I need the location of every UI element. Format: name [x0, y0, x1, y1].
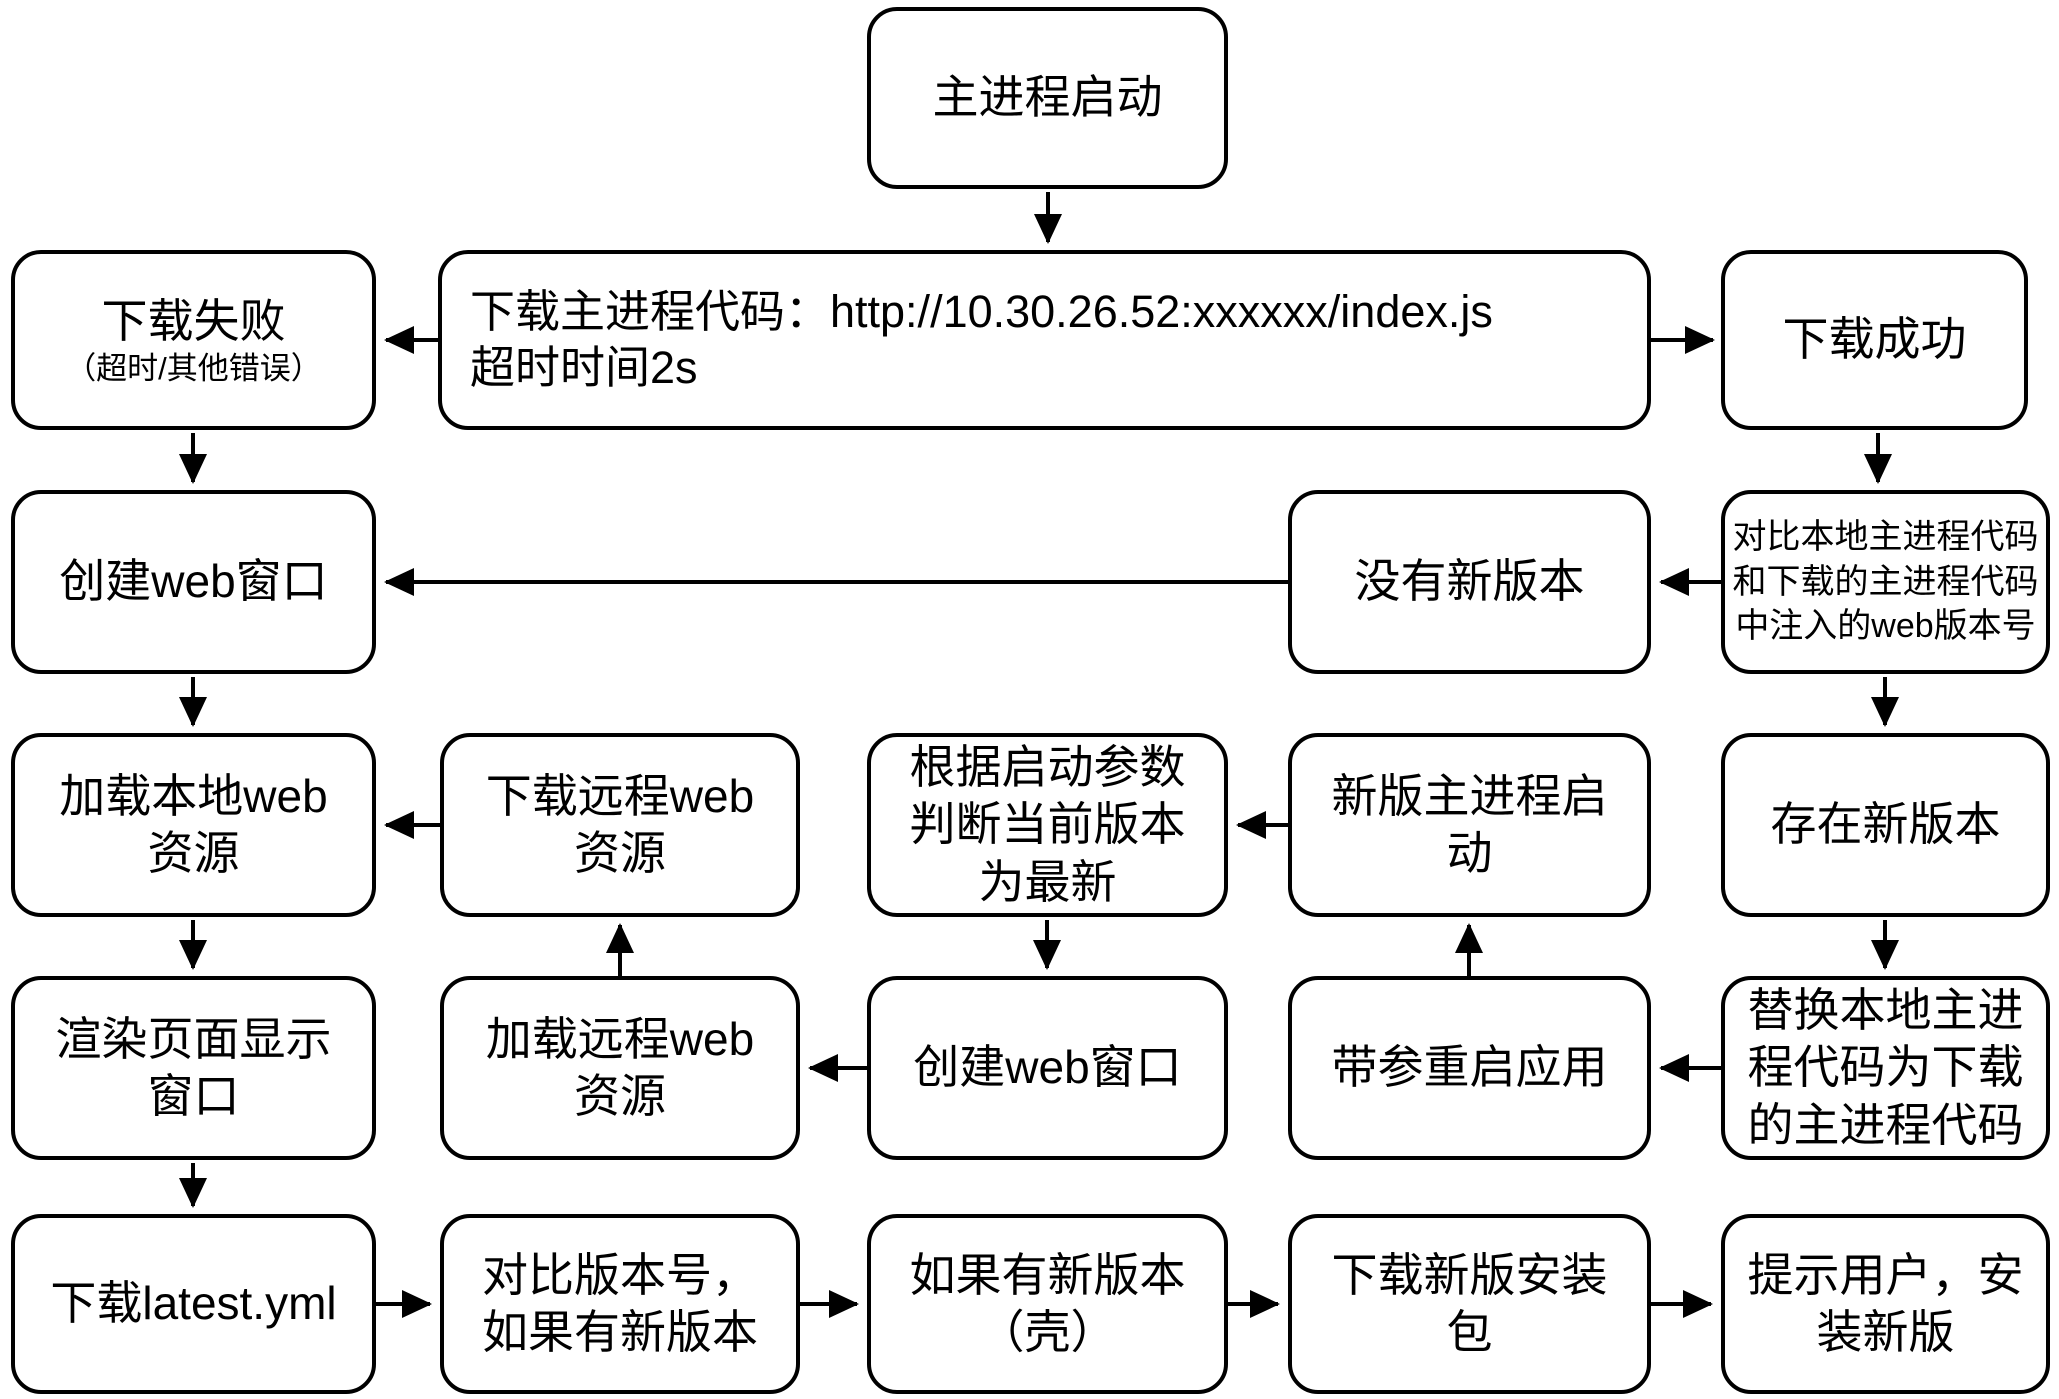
- node-sublabel: （超时/其他错误）: [65, 351, 322, 387]
- node-label: 提示用户，安 装新版: [1747, 1248, 2024, 1359]
- node-label: 下载成功: [1782, 313, 1967, 366]
- node-download-main-code: 下载主进程代码：http://10.30.26.52:xxxxxx/index.…: [438, 250, 1651, 430]
- node-label: 下载latest.yml: [50, 1277, 337, 1330]
- node-load-remote-web: 加载远程web 资源: [440, 976, 800, 1160]
- node-replace-local-code: 替换本地主进 程代码为下载 的主进程代码: [1721, 976, 2050, 1160]
- node-restart-with-args: 带参重启应用: [1288, 976, 1651, 1160]
- node-no-new-version: 没有新版本: [1288, 490, 1651, 674]
- node-label: 渲染页面显示 窗口: [55, 1012, 332, 1123]
- node-create-web-window-2: 创建web窗口: [867, 976, 1228, 1160]
- node-main-process-start: 主进程启动: [867, 7, 1228, 189]
- node-label: 下载远程web 资源: [485, 769, 755, 880]
- node-label: 替换本地主进 程代码为下载 的主进程代码: [1747, 983, 2024, 1151]
- node-label: 对比版本号， 如果有新版本: [482, 1248, 758, 1359]
- node-label: 新版主进程启 动: [1331, 769, 1608, 880]
- node-label: 带参重启应用: [1331, 1041, 1608, 1094]
- node-download-remote-web: 下载远程web 资源: [440, 733, 800, 917]
- node-download-success: 下载成功: [1721, 250, 2028, 430]
- node-render-page-window: 渲染页面显示 窗口: [11, 976, 376, 1160]
- node-label: 存在新版本: [1770, 798, 2001, 851]
- node-label: 主进程启动: [932, 71, 1163, 124]
- node-download-failed: 下载失败 （超时/其他错误）: [11, 250, 376, 430]
- node-new-main-start: 新版主进程启 动: [1288, 733, 1651, 917]
- node-label: 加载本地web 资源: [59, 769, 328, 880]
- node-label: 如果有新版本 （壳）: [909, 1248, 1186, 1359]
- node-label: 根据启动参数 判断当前版本 为最新: [909, 740, 1186, 908]
- node-new-version-exists: 存在新版本: [1721, 733, 2050, 917]
- node-compare-version-number: 对比版本号， 如果有新版本: [440, 1214, 800, 1394]
- node-compare-web-version: 对比本地主进程代码 和下载的主进程代码 中注入的web版本号: [1721, 490, 2050, 674]
- node-create-web-window: 创建web窗口: [11, 490, 376, 674]
- node-label: 对比本地主进程代码 和下载的主进程代码 中注入的web版本号: [1732, 517, 2039, 646]
- node-download-installer: 下载新版安装 包: [1288, 1214, 1651, 1394]
- node-label: 没有新版本: [1354, 555, 1585, 608]
- node-judge-current-latest: 根据启动参数 判断当前版本 为最新: [867, 733, 1228, 917]
- node-new-version-shell: 如果有新版本 （壳）: [867, 1214, 1228, 1394]
- node-label: 创建web窗口: [913, 1041, 1182, 1094]
- node-label: 创建web窗口: [59, 555, 328, 608]
- node-prompt-install: 提示用户，安 装新版: [1721, 1214, 2050, 1394]
- node-download-latest-yml: 下载latest.yml: [11, 1214, 376, 1394]
- node-label: 下载新版安装 包: [1331, 1248, 1608, 1359]
- node-label: 加载远程web 资源: [485, 1012, 755, 1123]
- node-label: 下载主进程代码：http://10.30.26.52:xxxxxx/index.…: [470, 285, 1493, 337]
- node-label: 下载失败: [101, 294, 286, 347]
- node-sublabel: 超时时间2s: [470, 342, 698, 393]
- node-load-local-web: 加载本地web 资源: [11, 733, 376, 917]
